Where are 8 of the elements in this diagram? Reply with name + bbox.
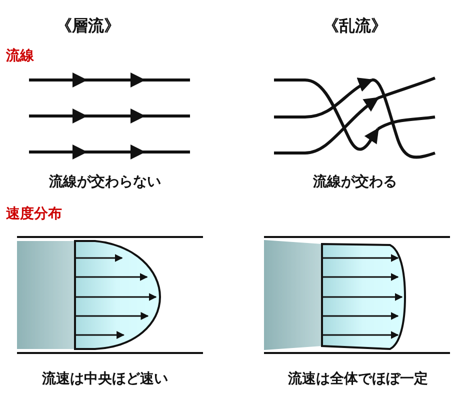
heading: 《乱流》 [323, 16, 387, 36]
caption: 流速は中央ほど速い [42, 371, 168, 388]
section-label: 速度分布 [6, 206, 62, 223]
caption: 流線が交わる [313, 174, 397, 191]
section-label: 流線 [6, 48, 34, 65]
heading: 《層流》 [56, 16, 120, 36]
caption: 流速は全体でほぼ一定 [288, 371, 428, 388]
caption: 流線が交わらない [49, 174, 161, 191]
